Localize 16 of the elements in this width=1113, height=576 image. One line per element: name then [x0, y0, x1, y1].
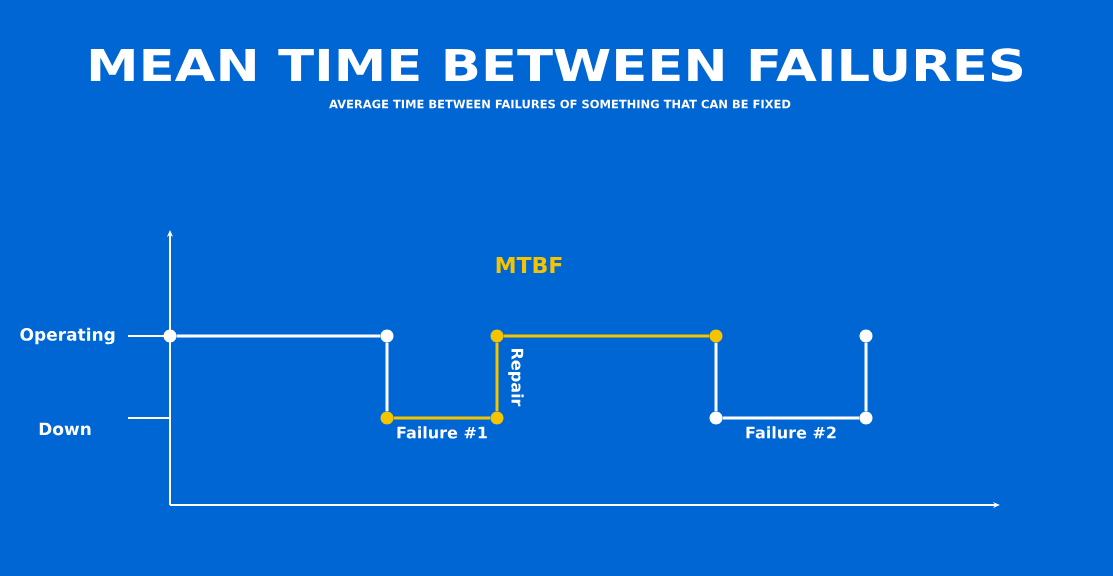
axis-label: Down: [39, 422, 91, 436]
line-segment: [393, 416, 491, 420]
annotation: MTBF: [496, 257, 562, 273]
line-segment: [385, 342, 389, 412]
line-segment: [495, 342, 499, 412]
axis-label: Operating: [20, 327, 115, 345]
edge-label: Repair: [506, 345, 526, 409]
subtitle: AVERAGE TIME BETWEEN FAILURES OF SOMETHING THAT CAN BE FIXED: [329, 99, 791, 109]
title: MEAN TIME BETWEEN FAILURES: [90, 48, 1023, 82]
line-segment: [864, 342, 868, 412]
line-segment: [176, 334, 381, 338]
line-segment: [722, 416, 860, 420]
edge-label: Failure #1: [394, 424, 490, 441]
line-segment: [714, 342, 718, 412]
edge-label: Failure #2: [743, 424, 839, 441]
line-segment: [503, 334, 710, 338]
